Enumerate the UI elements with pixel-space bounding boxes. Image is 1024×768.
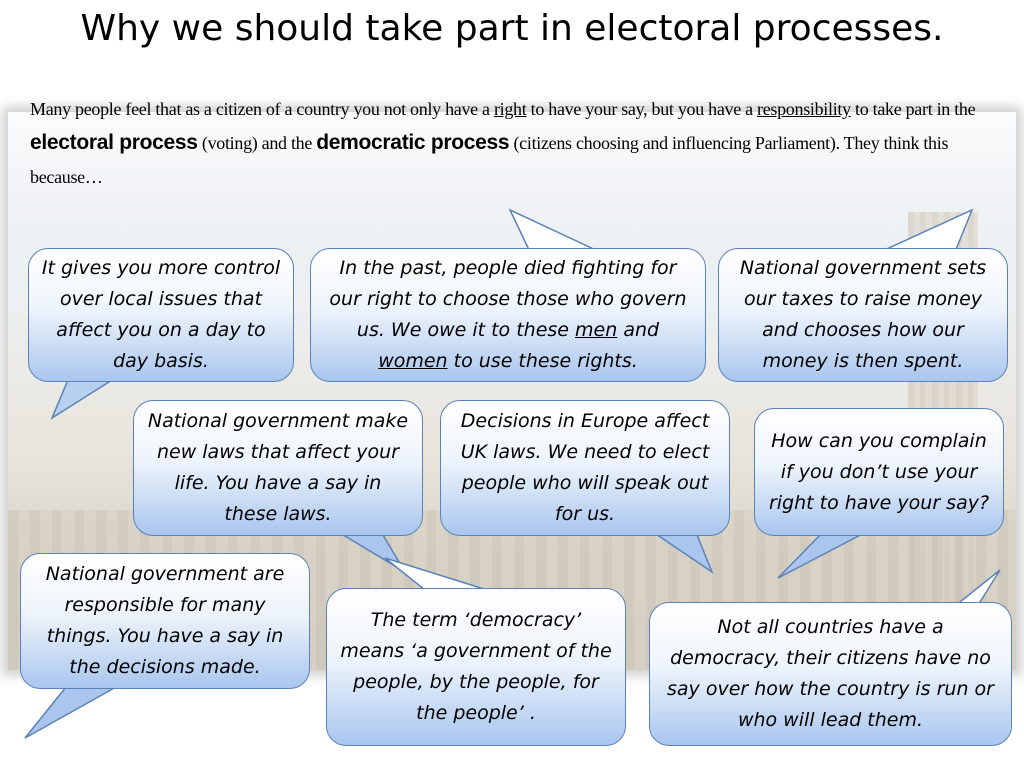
bubble-text: National government make new laws that a… <box>147 410 409 525</box>
bubble-text-part: to use these rights. <box>447 350 638 372</box>
page-title: Why we should take part in electoral pro… <box>80 8 944 49</box>
intro-right: right <box>493 99 527 119</box>
intro-text: Many people feel that as a citizen of a … <box>30 99 494 119</box>
bubble-responsible: National government are responsible for … <box>20 553 310 689</box>
bubble-text-men: men <box>575 319 618 341</box>
intro-text: (citizens choosing and influencing Parli… <box>30 133 949 187</box>
bubble-text: National government sets our taxes to ra… <box>739 257 987 372</box>
bubble-text: In the past, people died fighting for ou… <box>323 253 693 377</box>
tail-b7 <box>24 681 128 739</box>
bubble-text: Not all countries have a democracy, thei… <box>667 616 994 731</box>
bubble-europe: Decisions in Europe affect UK laws. We n… <box>440 400 730 536</box>
bubble-local-control: It gives you more control over local iss… <box>28 248 294 382</box>
tail-b6 <box>777 529 871 579</box>
bubble-people-died: In the past, people died fighting for ou… <box>310 248 706 382</box>
intro-electoral-process: electoral process <box>30 131 198 154</box>
bubble-text-part: and <box>617 319 660 341</box>
intro-text: to take part in the <box>850 99 976 119</box>
bubble-text-women: women <box>378 350 448 372</box>
bubble-text: Decisions in Europe affect UK laws. We n… <box>460 410 710 525</box>
intro-text: (voting) and the <box>197 133 317 153</box>
bubble-other-countries: Not all countries have a democracy, thei… <box>649 602 1012 746</box>
intro-responsibility: responsibility <box>757 99 851 119</box>
bubble-text: It gives you more control over local iss… <box>41 257 281 372</box>
bubble-text-part: In the past, people died fighting for ou… <box>329 257 687 341</box>
bubble-new-laws: National government make new laws that a… <box>133 400 423 536</box>
tail-b5 <box>647 529 714 575</box>
tail-b2 <box>508 208 601 253</box>
intro-democratic-process: democratic process <box>316 131 510 154</box>
bubble-text: The term ‘democracy’ means ‘a government… <box>340 609 612 724</box>
bubble-text: How can you complain if you don’t use yo… <box>768 429 990 514</box>
tail-b3 <box>879 208 974 253</box>
intro-paragraph: Many people feel that as a citizen of a … <box>30 92 990 194</box>
bubble-complain: How can you complain if you don’t use yo… <box>754 408 1004 536</box>
intro-text: to have your say, but you have a <box>526 99 758 119</box>
bubble-democracy-term: The term ‘democracy’ means ‘a government… <box>326 588 626 746</box>
bubble-text: National government are responsible for … <box>45 563 285 678</box>
bubble-taxes: National government sets our taxes to ra… <box>718 248 1008 382</box>
